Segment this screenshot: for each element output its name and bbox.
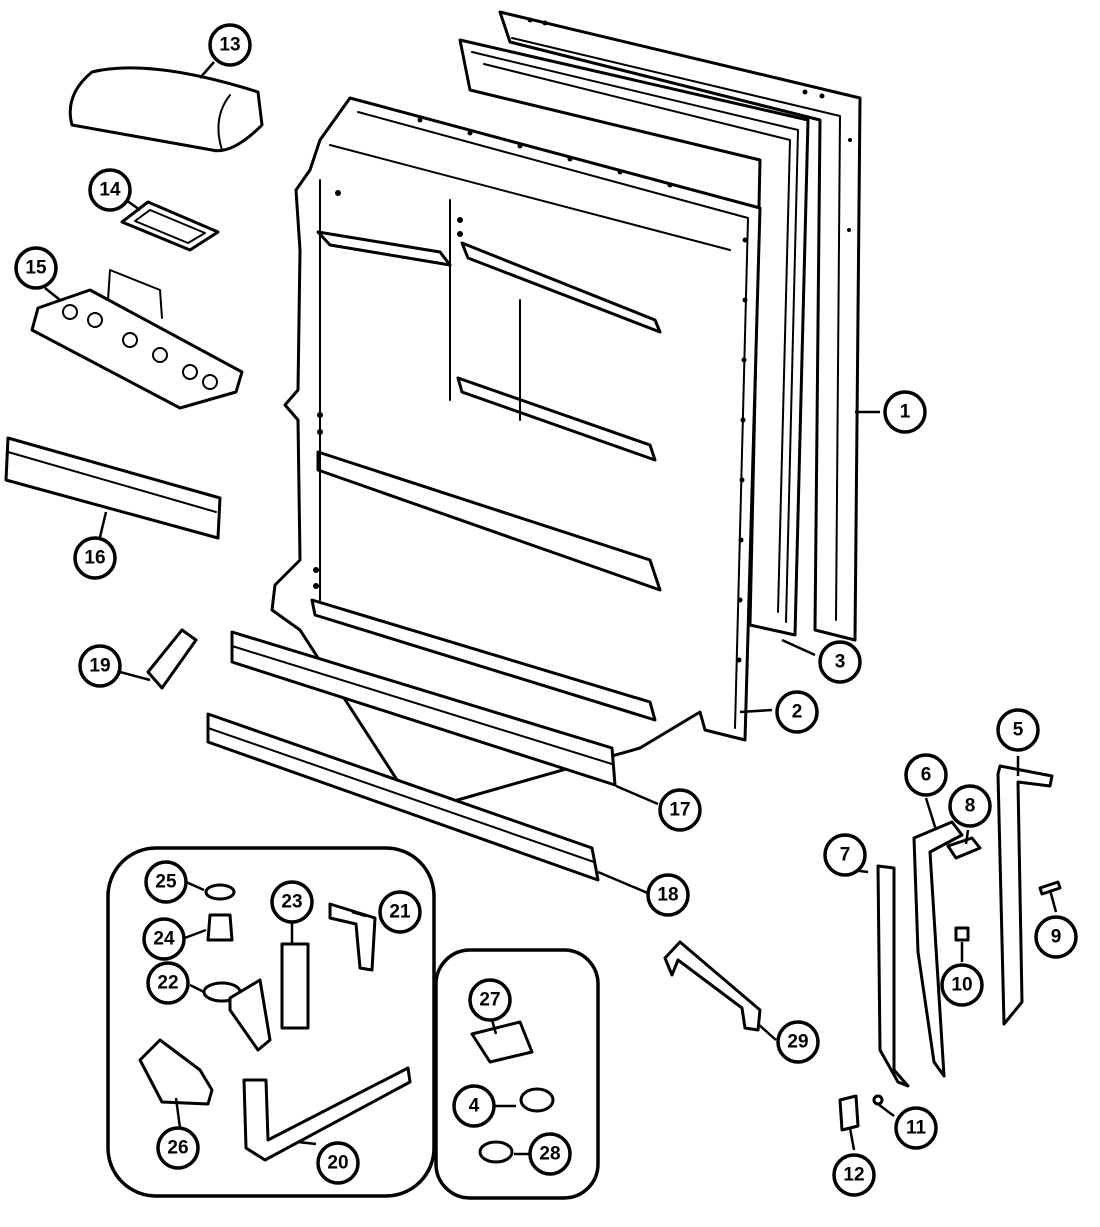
svg-text:15: 15 bbox=[25, 258, 47, 279]
washer-25 bbox=[204, 883, 236, 901]
svg-text:18: 18 bbox=[657, 885, 678, 906]
door-gasket bbox=[458, 38, 810, 637]
callout-24: 24 bbox=[142, 917, 186, 961]
svg-text:19: 19 bbox=[89, 656, 110, 677]
hinge-bracket-7 bbox=[876, 864, 910, 1088]
svg-text:5: 5 bbox=[1013, 720, 1024, 741]
callout-15: 15 bbox=[14, 246, 58, 290]
callout-6: 6 bbox=[904, 753, 948, 797]
hinge-mount-22-bracket bbox=[228, 978, 272, 1052]
leader-lines bbox=[44, 61, 1058, 1156]
callout-7: 7 bbox=[823, 833, 867, 877]
svg-text:6: 6 bbox=[921, 765, 932, 786]
hinge-bracket-20 bbox=[242, 1066, 412, 1162]
svg-text:11: 11 bbox=[906, 1118, 927, 1139]
hinge-bracket-5 bbox=[996, 764, 1054, 1026]
hinge-bracket-6 bbox=[912, 820, 964, 1078]
svg-text:21: 21 bbox=[389, 902, 411, 923]
svg-text:17: 17 bbox=[669, 800, 690, 821]
callout-22: 22 bbox=[146, 961, 190, 1005]
callout-12: 12 bbox=[832, 1153, 876, 1197]
callout-20: 20 bbox=[316, 1141, 360, 1185]
callout-23: 23 bbox=[270, 880, 314, 924]
callout-25: 25 bbox=[144, 860, 188, 904]
svg-text:9: 9 bbox=[1051, 927, 1062, 948]
callout-3: 3 bbox=[818, 640, 862, 684]
callout-29: 29 bbox=[776, 1020, 820, 1064]
svg-text:16: 16 bbox=[84, 548, 105, 569]
callout-27: 27 bbox=[468, 978, 512, 1022]
svg-text:7: 7 bbox=[840, 845, 851, 866]
callout-1: 1 bbox=[883, 390, 927, 434]
svg-text:27: 27 bbox=[479, 990, 500, 1011]
callout-5: 5 bbox=[996, 708, 1040, 752]
svg-text:2: 2 bbox=[792, 702, 803, 723]
callout-8: 8 bbox=[948, 784, 992, 828]
door-handle bbox=[663, 940, 762, 1032]
svg-text:14: 14 bbox=[99, 180, 121, 201]
svg-text:23: 23 bbox=[281, 892, 302, 913]
callout-21: 21 bbox=[378, 890, 422, 934]
plug-4 bbox=[519, 1087, 555, 1113]
svg-text:28: 28 bbox=[539, 1144, 560, 1165]
hinge-kit-box bbox=[106, 846, 436, 1198]
svg-text:8: 8 bbox=[965, 796, 976, 817]
svg-text:22: 22 bbox=[157, 973, 178, 994]
hinge-cover-26 bbox=[138, 1038, 214, 1106]
door-rail-lower bbox=[230, 630, 617, 787]
bracket-27 bbox=[470, 1020, 534, 1064]
svg-text:29: 29 bbox=[787, 1032, 808, 1053]
door-rail-bottom bbox=[206, 712, 600, 882]
hinge-plate-21 bbox=[328, 902, 377, 972]
egg-tray bbox=[30, 269, 244, 410]
plug-28 bbox=[478, 1140, 514, 1164]
callout-18: 18 bbox=[646, 873, 690, 917]
svg-text:3: 3 bbox=[835, 652, 846, 673]
butter-tray bbox=[120, 200, 220, 252]
svg-text:12: 12 bbox=[843, 1165, 864, 1186]
door-rail-upper bbox=[4, 436, 222, 540]
door-liner bbox=[270, 96, 762, 807]
door-outer-panel bbox=[498, 10, 862, 642]
dairy-door bbox=[68, 66, 264, 153]
svg-text:24: 24 bbox=[153, 929, 175, 950]
cap-12 bbox=[838, 1094, 860, 1132]
bushing-10 bbox=[954, 926, 970, 942]
svg-text:10: 10 bbox=[951, 975, 972, 996]
shim-23 bbox=[280, 942, 310, 1030]
svg-text:26: 26 bbox=[167, 1138, 188, 1159]
svg-text:20: 20 bbox=[327, 1153, 348, 1174]
callout-14: 14 bbox=[88, 168, 132, 212]
svg-text:1: 1 bbox=[900, 402, 911, 423]
callout-11: 11 bbox=[894, 1106, 938, 1150]
callout-19: 19 bbox=[78, 644, 122, 688]
svg-text:4: 4 bbox=[469, 1096, 480, 1117]
callout-10: 10 bbox=[940, 963, 984, 1007]
rail-clip bbox=[146, 628, 198, 690]
svg-text:13: 13 bbox=[219, 35, 240, 56]
svg-text:25: 25 bbox=[155, 872, 177, 893]
callout-26: 26 bbox=[156, 1126, 200, 1170]
callout-16: 16 bbox=[73, 536, 117, 580]
callout-13: 13 bbox=[208, 23, 252, 67]
hinge-plate-8 bbox=[946, 836, 982, 860]
small-parts-box bbox=[434, 948, 600, 1200]
screw-9 bbox=[1038, 880, 1062, 896]
callout-17: 17 bbox=[658, 788, 702, 832]
callout-9: 9 bbox=[1034, 915, 1078, 959]
callout-2: 2 bbox=[775, 690, 819, 734]
callout-28: 28 bbox=[528, 1132, 572, 1176]
screw-11 bbox=[872, 1094, 884, 1106]
callout-4: 4 bbox=[452, 1084, 496, 1128]
pin-24 bbox=[206, 913, 234, 942]
